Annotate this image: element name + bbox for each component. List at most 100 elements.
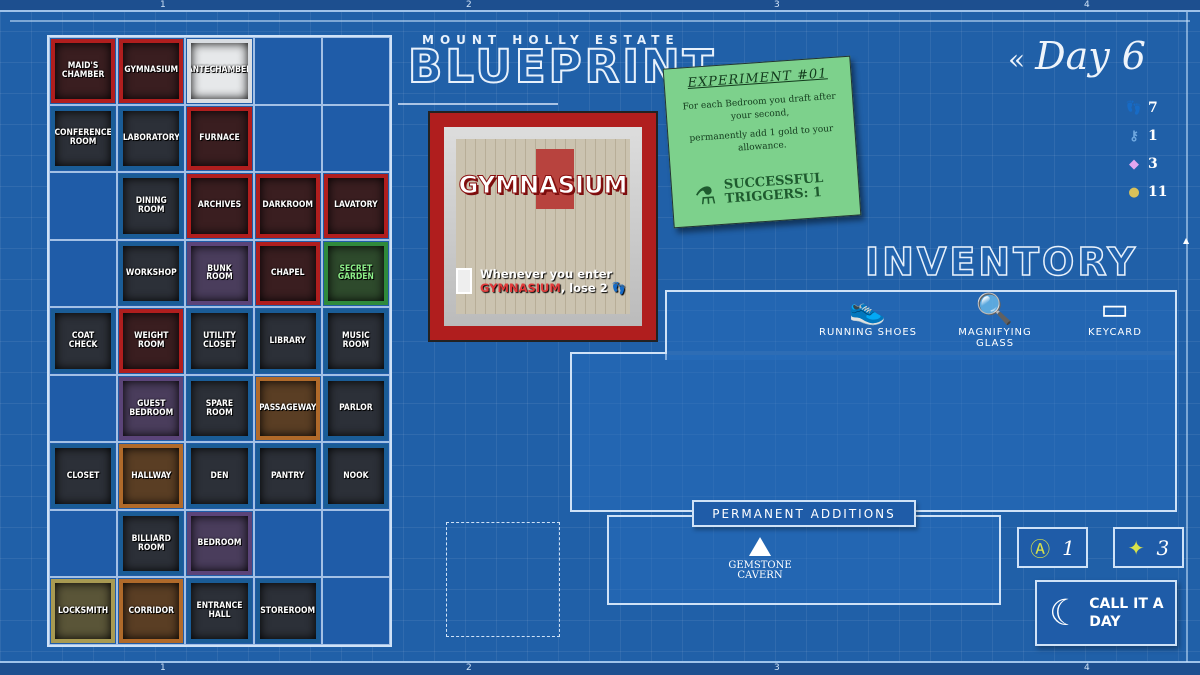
grid-cell[interactable]: Parlor	[321, 374, 390, 443]
room-tile[interactable]: Antechamber	[187, 39, 252, 103]
call-it-a-day-button[interactable]: ☾ CALL IT A DAY	[1035, 580, 1177, 646]
room-tile[interactable]: Secret Garden	[323, 241, 388, 306]
scroll-up-icon[interactable]: ▲	[1183, 236, 1190, 245]
room-tile[interactable]: Conference Room	[51, 106, 116, 171]
room-tile[interactable]: Utility Closet	[187, 309, 252, 373]
resource-stats: 👣7⚷1◆3●11	[1124, 94, 1168, 206]
room-tile[interactable]: Bedroom	[187, 511, 252, 576]
inventory-item-keycard[interactable]: ▭KEYCARD	[1065, 292, 1165, 338]
empty-grid-cell[interactable]	[49, 374, 118, 443]
room-tile[interactable]: Hallway	[119, 444, 184, 508]
selected-room-card[interactable]: GYMNASIUM Whenever you enter GYMNASIUM, …	[430, 113, 656, 340]
empty-grid-cell[interactable]	[49, 509, 118, 578]
room-tile[interactable]: Music Room	[323, 309, 388, 373]
grid-cell[interactable]: Lavatory	[321, 172, 390, 240]
grid-cell[interactable]: Corridor	[117, 577, 186, 645]
room-tile[interactable]: Workshop	[119, 241, 184, 306]
grid-cell[interactable]: Furnace	[185, 104, 254, 173]
inventory-item-magnifying-glass[interactable]: 🔍MAGNIFYING GLASS	[940, 292, 1050, 349]
room-tile[interactable]: Guest Bedroom	[119, 376, 184, 441]
door-enter-icon	[456, 268, 472, 294]
room-tile[interactable]: Storeroom	[255, 579, 320, 643]
grid-cell[interactable]: Bedroom	[185, 509, 254, 578]
back-chevron-icon[interactable]: «	[1008, 43, 1026, 76]
room-tile[interactable]: Nook	[323, 444, 388, 508]
grid-cell[interactable]: Hallway	[117, 442, 186, 510]
moon-icon: ☾	[1049, 592, 1082, 634]
room-name: Utility Closet	[203, 331, 236, 350]
room-tile[interactable]: Bunk Room	[187, 241, 252, 306]
grid-cell[interactable]: Chapel	[253, 239, 322, 308]
grid-cell[interactable]: Closet	[49, 442, 118, 510]
room-tile[interactable]: Coat Check	[51, 309, 116, 373]
grid-cell[interactable]: Archives	[185, 172, 254, 240]
grid-cell[interactable]: Pantry	[253, 442, 322, 510]
empty-grid-cell[interactable]	[321, 509, 390, 578]
room-name: Furnace	[199, 132, 240, 143]
grid-cell[interactable]: Utility Closet	[185, 307, 254, 375]
grid-cell[interactable]: Bunk Room	[185, 239, 254, 308]
room-tile[interactable]: Gymnasium	[119, 39, 184, 103]
room-tile[interactable]: Archives	[187, 174, 252, 238]
grid-cell[interactable]: Dining Room	[117, 172, 186, 240]
grid-cell[interactable]: Gymnasium	[117, 37, 186, 105]
room-tile[interactable]: Lavatory	[323, 174, 388, 238]
grid-cell[interactable]: Maid's Chamber	[49, 37, 118, 105]
room-tile[interactable]: Laboratory	[119, 106, 184, 171]
room-tile[interactable]: Library	[255, 309, 320, 373]
grid-cell[interactable]: Passageway	[253, 374, 322, 443]
grid-cell[interactable]: Library	[253, 307, 322, 375]
inventory-item-running-shoes[interactable]: 👟RUNNING SHOES	[818, 292, 918, 338]
room-tile[interactable]: Parlor	[323, 376, 388, 441]
grid-cell[interactable]: Spare Room	[185, 374, 254, 443]
room-tile[interactable]: Corridor	[119, 579, 184, 643]
grid-cell[interactable]: Secret Garden	[321, 239, 390, 308]
grid-cell[interactable]: Coat Check	[49, 307, 118, 375]
grid-cell[interactable]: Laboratory	[117, 104, 186, 173]
ruler-label: 3	[774, 663, 780, 673]
grid-cell[interactable]: Music Room	[321, 307, 390, 375]
grid-cell[interactable]: Storeroom	[253, 577, 322, 645]
inventory-panel	[570, 352, 1177, 512]
day-indicator[interactable]: «Day 6	[1008, 34, 1146, 78]
permanent-item-gemstone-cavern[interactable]: ⛰GEMSTONE CAVERN	[720, 533, 800, 581]
panel-join	[667, 351, 1175, 355]
room-tile[interactable]: Spare Room	[187, 376, 252, 441]
room-tile[interactable]: Closet	[51, 444, 116, 508]
room-tile[interactable]: Maid's Chamber	[51, 39, 116, 103]
border-line	[1186, 12, 1188, 662]
empty-grid-cell[interactable]	[49, 239, 118, 308]
empty-grid-cell[interactable]	[321, 37, 390, 105]
empty-grid-cell[interactable]	[253, 104, 322, 173]
room-tile[interactable]: Billiard Room	[119, 511, 184, 576]
grid-cell[interactable]: Guest Bedroom	[117, 374, 186, 443]
room-effect: Whenever you enter GYMNASIUM, lose 2 👣	[480, 267, 626, 296]
room-tile[interactable]: Darkroom	[255, 174, 320, 238]
grid-cell[interactable]: Den	[185, 442, 254, 510]
empty-grid-cell[interactable]	[253, 509, 322, 578]
room-tile[interactable]: Furnace	[187, 106, 252, 171]
grid-cell[interactable]: Entrance Hall	[185, 577, 254, 645]
grid-cell[interactable]: Antechamber	[185, 37, 254, 105]
empty-grid-cell[interactable]	[321, 104, 390, 173]
room-tile[interactable]: Chapel	[255, 241, 320, 306]
grid-cell[interactable]: Weight Room	[117, 307, 186, 375]
grid-cell[interactable]: Darkroom	[253, 172, 322, 240]
grid-cell[interactable]: Locksmith	[49, 577, 118, 645]
room-tile[interactable]: Den	[187, 444, 252, 508]
empty-grid-cell[interactable]	[321, 577, 390, 645]
stat-steps: 👣7	[1124, 94, 1167, 122]
grid-cell[interactable]: Workshop	[117, 239, 186, 308]
border-line	[10, 20, 1190, 22]
grid-cell[interactable]: Conference Room	[49, 104, 118, 173]
grid-cell[interactable]: Billiard Room	[117, 509, 186, 578]
room-tile[interactable]: Weight Room	[119, 309, 184, 373]
room-tile[interactable]: Pantry	[255, 444, 320, 508]
room-tile[interactable]: Dining Room	[119, 174, 184, 238]
empty-grid-cell[interactable]	[49, 172, 118, 240]
empty-grid-cell[interactable]	[253, 37, 322, 105]
room-tile[interactable]: Locksmith	[51, 579, 116, 643]
grid-cell[interactable]: Nook	[321, 442, 390, 510]
room-tile[interactable]: Entrance Hall	[187, 579, 252, 643]
room-tile[interactable]: Passageway	[255, 376, 320, 441]
